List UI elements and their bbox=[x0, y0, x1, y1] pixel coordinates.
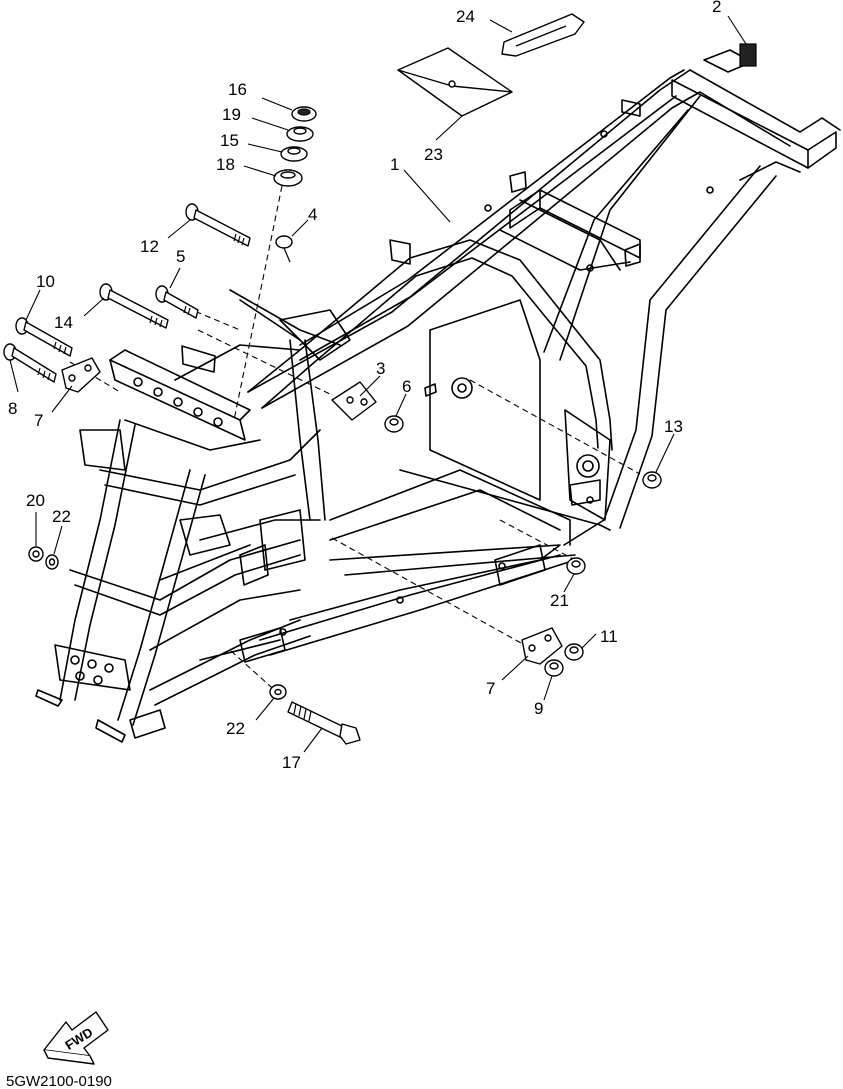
callout-21: 20 bbox=[26, 491, 45, 510]
part-21-nut bbox=[28, 546, 44, 562]
callout-23: 23 bbox=[424, 145, 443, 164]
callout-22-left: 22 bbox=[52, 507, 71, 526]
callout-17: 16 bbox=[228, 80, 247, 99]
part-10-bolt bbox=[15, 317, 73, 357]
main-frame bbox=[35, 49, 841, 743]
diagram-code: 5GW2100-0190 bbox=[6, 1073, 112, 1089]
part-7-plate-upper bbox=[61, 357, 101, 393]
callout-13: 13 bbox=[664, 417, 683, 436]
part-8-bolt bbox=[3, 343, 57, 383]
callout-20: 17 bbox=[282, 753, 301, 772]
part-6-nut bbox=[384, 415, 404, 433]
part-7-plate-lower bbox=[521, 627, 563, 665]
leader-lines bbox=[9, 15, 747, 753]
part-20-bolt bbox=[287, 701, 361, 745]
callout-12: 12 bbox=[140, 237, 159, 256]
part-12-bolt bbox=[185, 203, 251, 247]
part-5-bolt bbox=[155, 285, 199, 319]
part-9-nut bbox=[544, 659, 564, 677]
callout-7-lower: 7 bbox=[486, 679, 495, 698]
callout-19: 19 bbox=[222, 105, 241, 124]
callout-11: 11 bbox=[600, 627, 618, 646]
callout-3: 3 bbox=[376, 359, 385, 378]
alignment-lines bbox=[69, 185, 641, 696]
part-22-washer-lower bbox=[269, 684, 287, 700]
part-22-washer-left bbox=[45, 554, 59, 570]
callout-1: 1 bbox=[390, 155, 399, 174]
parts bbox=[3, 13, 757, 745]
part-11-nut bbox=[564, 643, 584, 661]
callout-15: 21 bbox=[550, 591, 569, 610]
part-17-collar bbox=[291, 106, 317, 122]
part-3-plate bbox=[331, 381, 377, 421]
callout-8: 8 bbox=[8, 399, 17, 418]
part-4-nut bbox=[275, 235, 293, 263]
callout-18: 18 bbox=[216, 155, 235, 174]
callout-6: 6 bbox=[402, 377, 411, 396]
part-13-nut bbox=[642, 471, 662, 489]
part-2-clip bbox=[739, 43, 757, 67]
part-15-nut bbox=[566, 557, 586, 575]
part-19-damper bbox=[286, 126, 314, 142]
callout-22-lower: 22 bbox=[226, 719, 245, 738]
callout-16: 15 bbox=[220, 131, 239, 150]
part-14-bolt bbox=[99, 283, 169, 329]
callout-24: 24 bbox=[456, 7, 475, 26]
callout-4: 4 bbox=[308, 205, 317, 224]
part-16-damper bbox=[280, 146, 308, 162]
fwd-arrow-icon: FWD bbox=[43, 1011, 109, 1065]
callout-14: 14 bbox=[54, 313, 73, 332]
part-18-collar bbox=[273, 169, 303, 187]
callout-10: 10 bbox=[36, 272, 55, 291]
callout-9: 9 bbox=[534, 699, 543, 718]
callout-5: 5 bbox=[176, 247, 185, 266]
callout-7-upper: 7 bbox=[34, 411, 43, 430]
callout-2: 2 bbox=[712, 0, 721, 16]
callout-labels: 24 2 23 1 16 19 15 18 4 12 5 10 14 8 7 3… bbox=[8, 0, 721, 772]
